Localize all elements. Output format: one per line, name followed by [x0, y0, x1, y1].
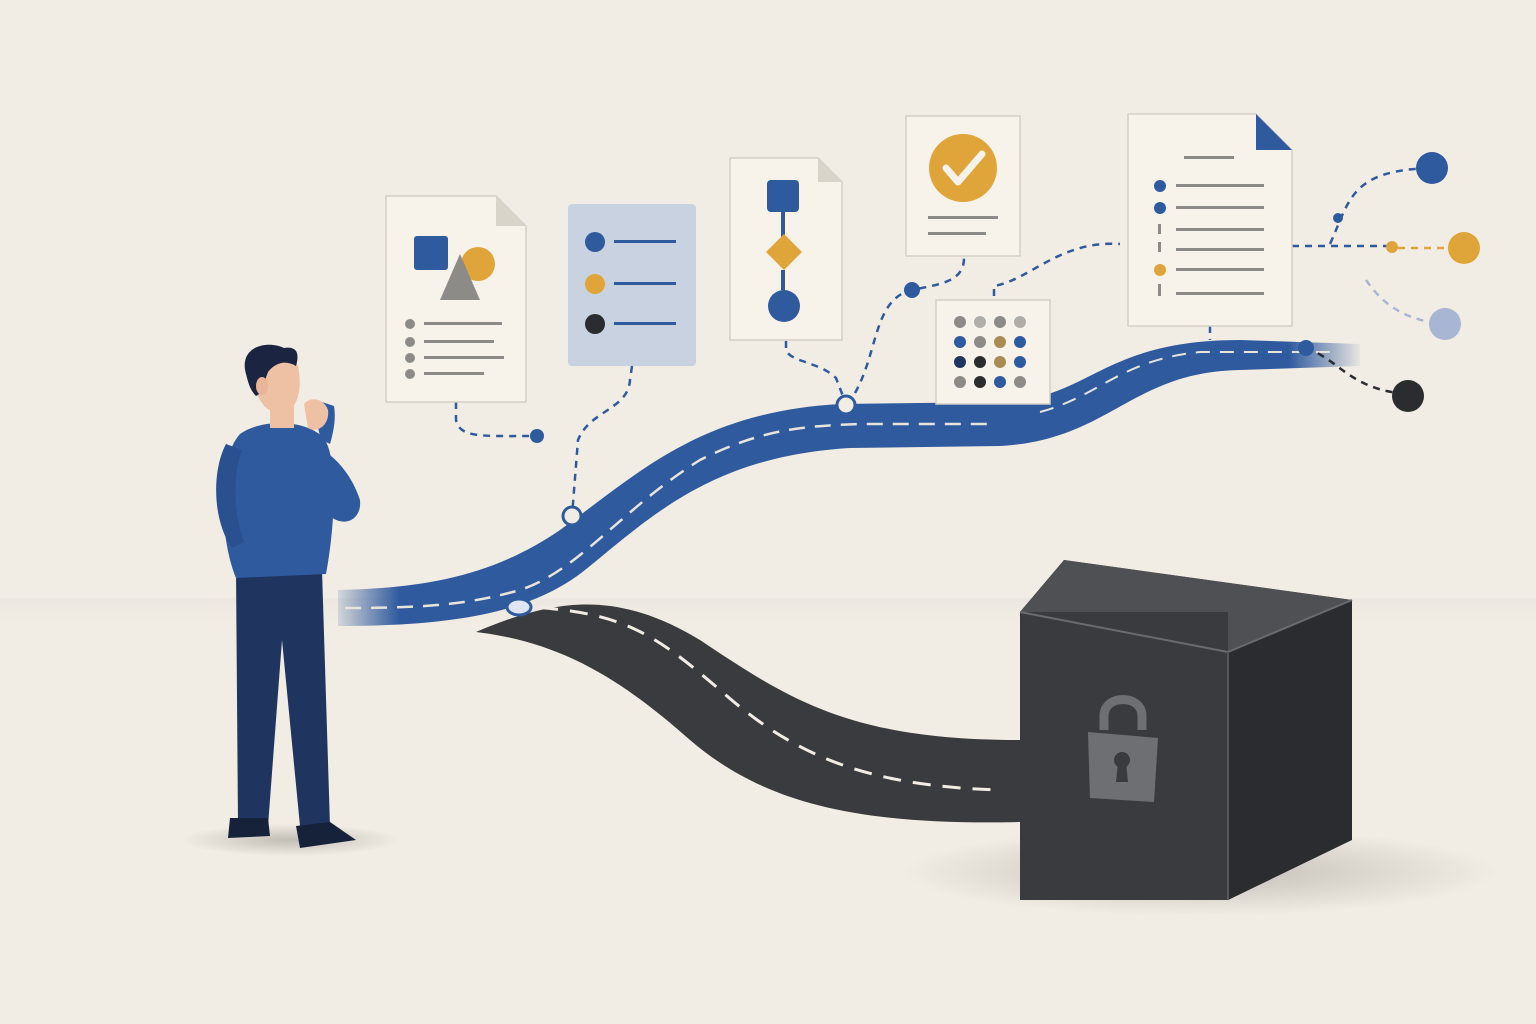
road-junction-node: [505, 597, 533, 617]
bulleted-list-icon: [585, 232, 676, 334]
end-node-dark: [1392, 380, 1424, 412]
dark-road: [476, 604, 1020, 823]
end-nodes: [1392, 152, 1480, 412]
dot-grid-icon: [954, 316, 1026, 388]
document-card-list: [1127, 113, 1293, 327]
checkmark-icon: [929, 134, 997, 202]
end-node-blue: [1416, 152, 1448, 184]
bulleted-list-icon: [405, 319, 504, 379]
connector-nodes: [530, 213, 1398, 527]
blue-road: [338, 340, 1360, 626]
padlock-icon: [1088, 695, 1158, 802]
end-node-gold: [1448, 232, 1480, 264]
shapes-icon: [414, 236, 495, 300]
approval-card: [905, 115, 1021, 257]
end-node-light-blue: [1429, 308, 1461, 340]
document-card-shapes: [385, 195, 527, 403]
flowchart-icon: [766, 180, 802, 322]
list-card: [568, 204, 696, 366]
dot-grid-card: [935, 299, 1051, 405]
locked-cube: [900, 560, 1500, 916]
thinking-person: [180, 344, 400, 856]
bulleted-list-icon: [1154, 180, 1264, 296]
document-card-flowchart: [729, 157, 843, 341]
